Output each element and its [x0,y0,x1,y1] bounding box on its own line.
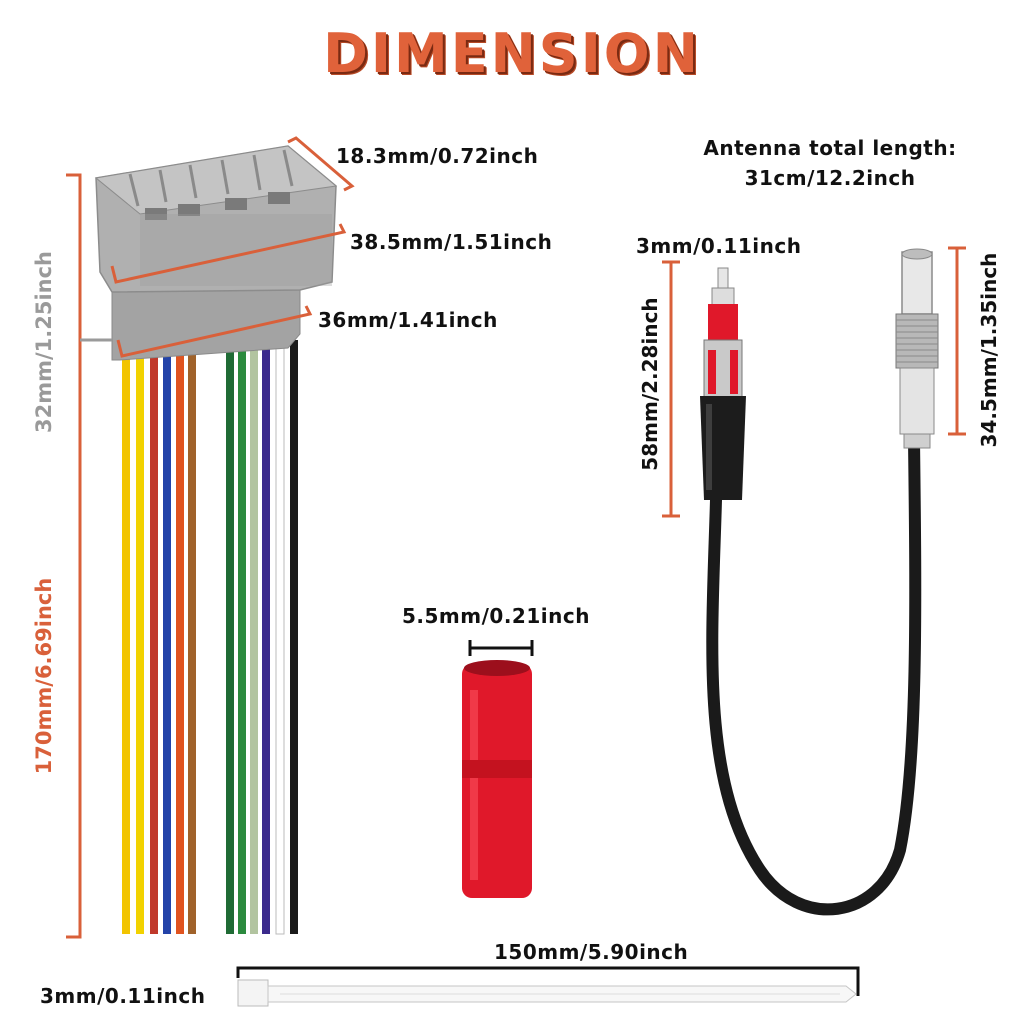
connector-depth-label: 18.3mm/0.72inch [336,144,539,168]
antenna-adapter [700,248,939,916]
harness-wire [176,340,184,934]
cable-tie-width-label: 3mm/0.11inch [40,984,206,1008]
page-title: DIMENSION [323,22,701,85]
harness-wire [150,340,158,934]
antenna-dimension-lines [662,246,966,518]
antenna-cable [706,434,922,916]
butt-connector-diameter-label: 5.5mm/0.21inch [402,604,590,628]
harness-wire [122,340,130,934]
connector-ribs [128,149,294,207]
harness-wire [262,340,270,934]
harness-wire [163,340,171,934]
antenna-plug-length-label: 58mm/2.28inch [638,297,662,471]
connector-dimension-lines [66,136,355,939]
connector-top-face [94,145,338,215]
connector-width-top-label: 38.5mm/1.51inch [350,230,553,254]
butt-connector [462,640,534,898]
cable-tie-length-label: 150mm/5.90inch [494,940,689,964]
harness-wire [136,340,144,934]
harness-wire [226,340,234,934]
harness-wire [250,340,258,934]
connector-front-face [140,214,332,286]
connector-width-bottom-label: 36mm/1.41inch [318,308,498,332]
wire-length-label: 170mm/6.69inch [32,577,56,775]
harness-wire [290,340,298,934]
harness-wire [188,340,196,934]
antenna-plug [700,267,746,500]
harness-wire [238,340,246,934]
connector-slots [145,192,290,220]
harness-wires [122,339,298,935]
connector-height-label: 32mm/1.25inch [32,250,56,434]
antenna-socket [895,248,939,449]
cable-tie [236,966,860,1007]
antenna-total-length-line2: 31cm/12.2inch [744,166,916,190]
wiring-harness [94,145,338,935]
antenna-plug-diameter-label: 3mm/0.11inch [636,234,802,258]
antenna-total-length-line1: Antenna total length: [703,136,957,160]
antenna-socket-length-label: 34.5mm/1.35inch [977,252,1001,448]
harness-wire [275,339,285,935]
